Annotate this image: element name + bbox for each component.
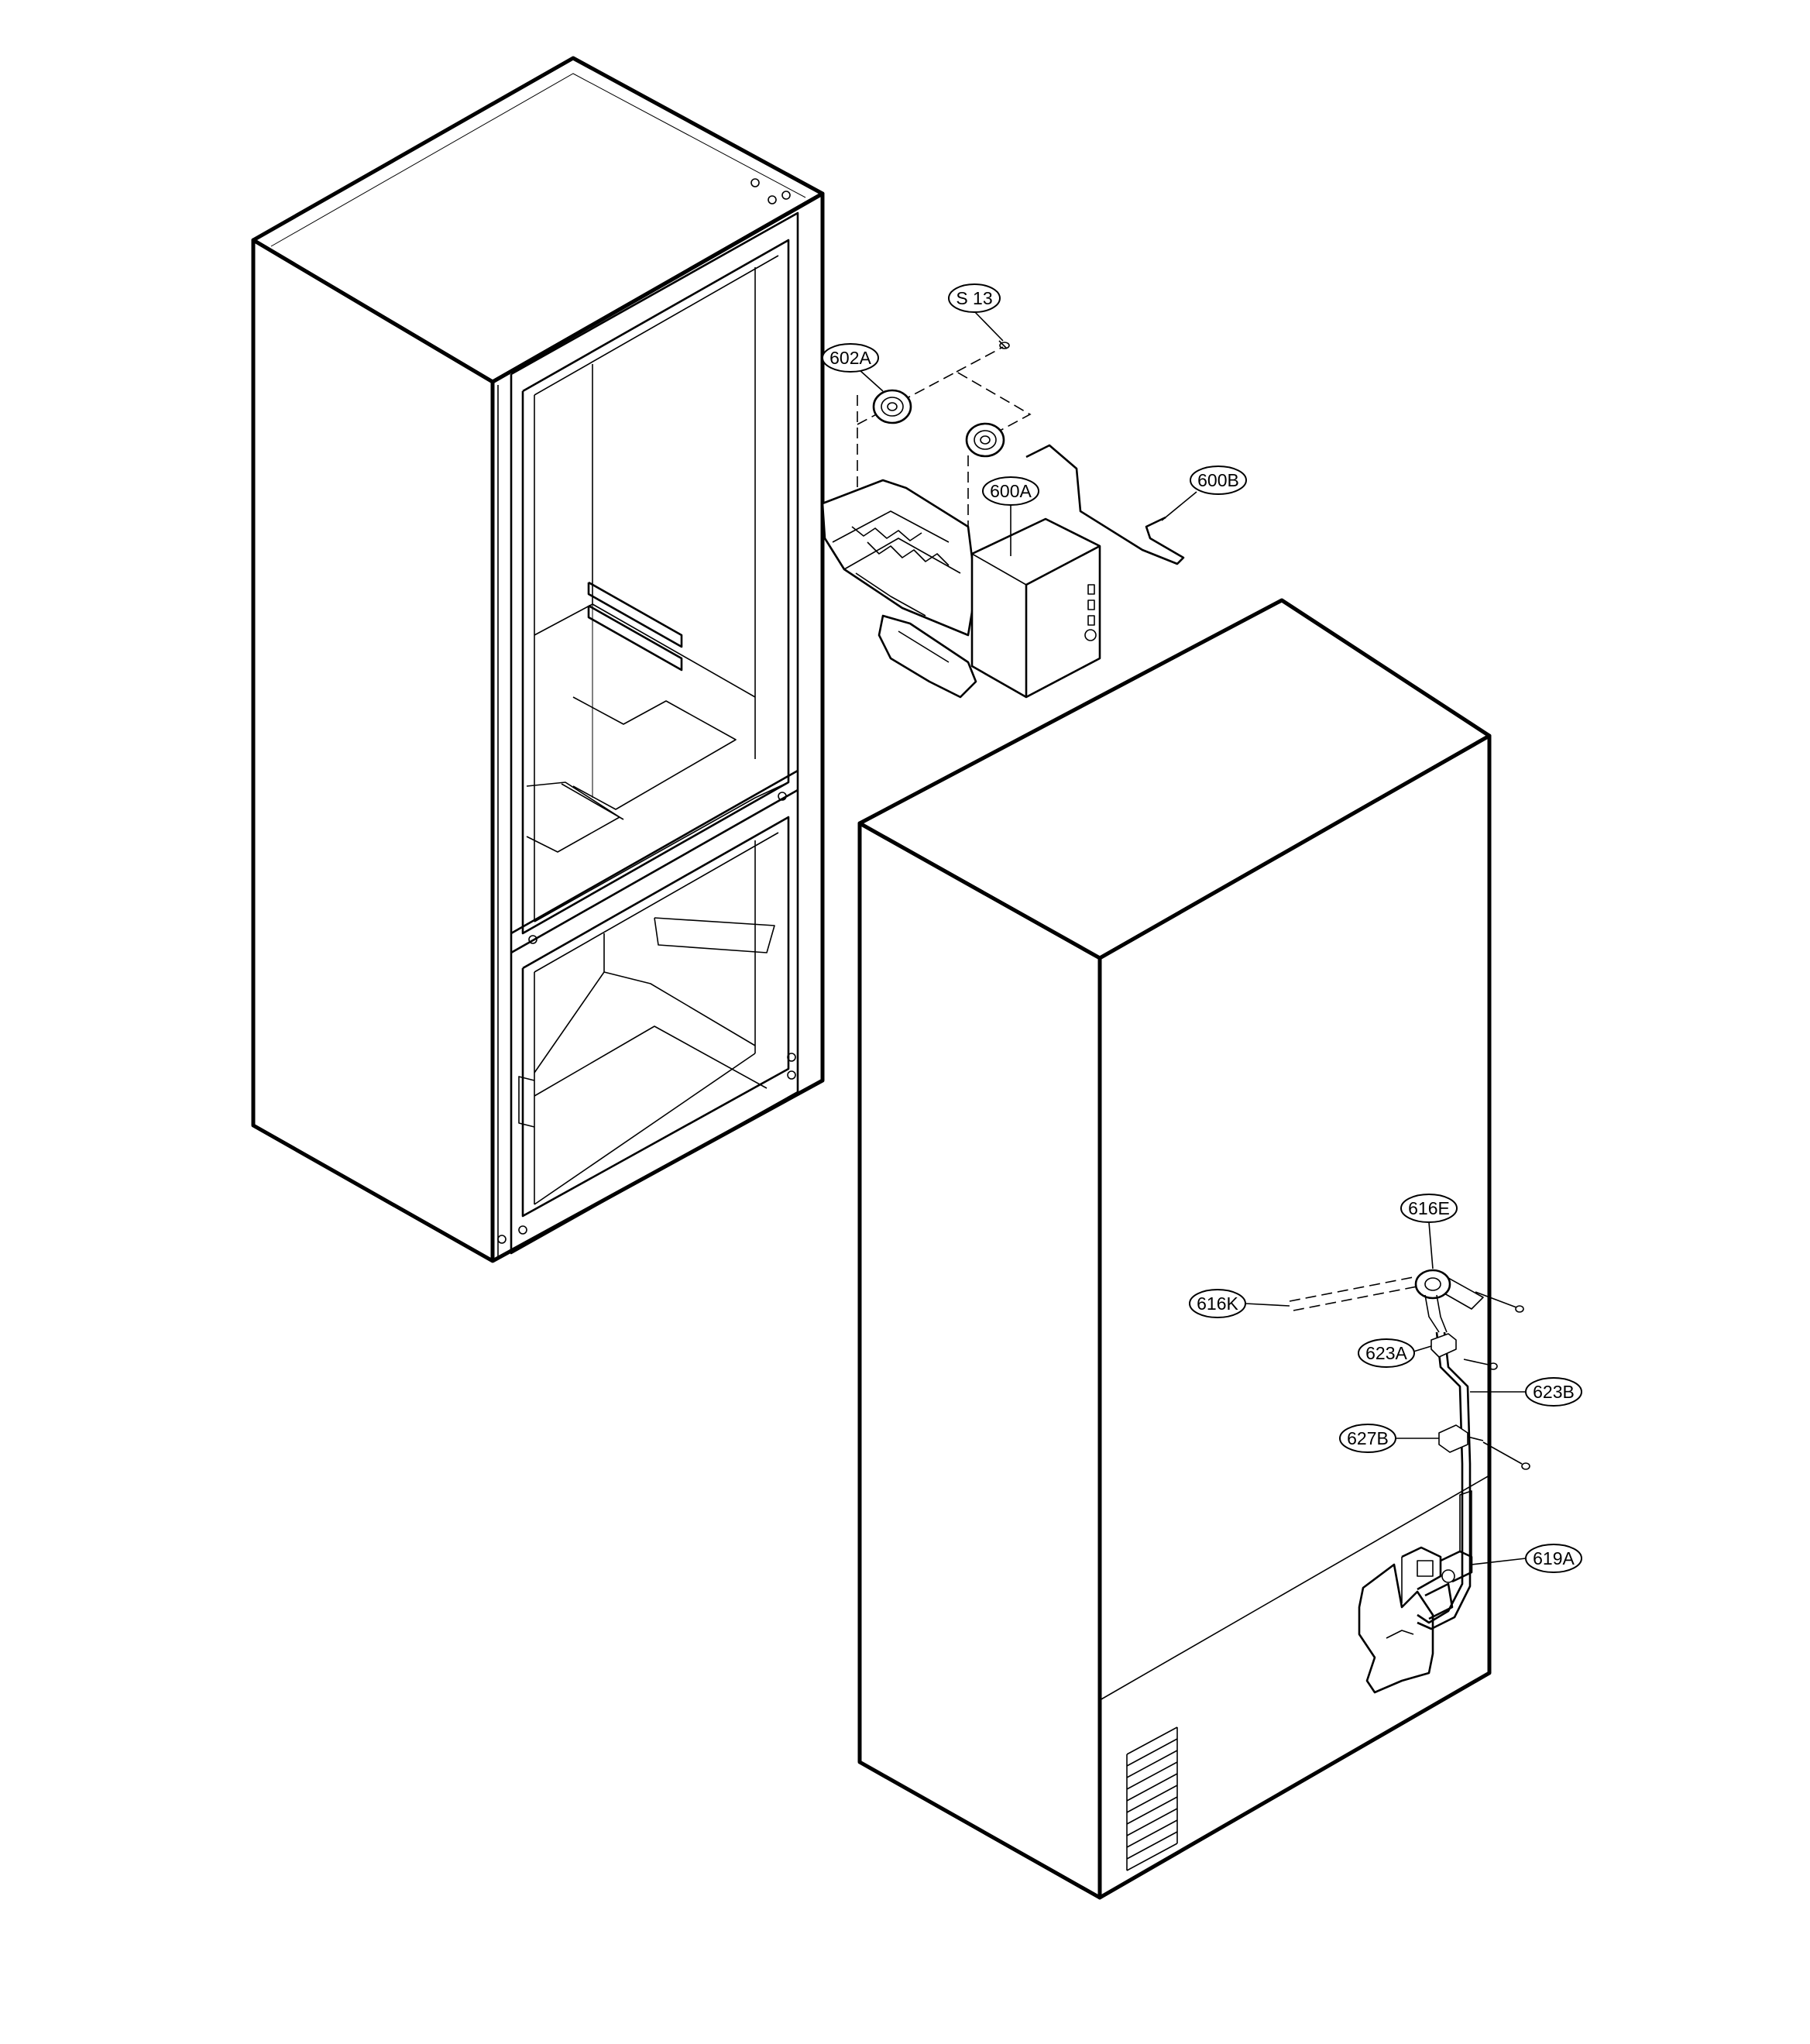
water-inlet-616e: [1414, 1269, 1484, 1333]
callout-623b-label: 623B: [1533, 1382, 1575, 1402]
callout-s13-label: S 13: [956, 288, 992, 308]
callout-623b: 623B: [1525, 1377, 1582, 1407]
callouts: S 13 602A 600A 600B 616E 616K: [822, 283, 1582, 1573]
tube-clamp-623a: [1430, 1333, 1457, 1358]
ice-maker-assembly: [821, 340, 1185, 699]
callout-600b: 600B: [1190, 465, 1247, 495]
callout-602a-label: 602A: [829, 348, 871, 368]
callout-627b: 627B: [1339, 1424, 1396, 1453]
refrigerator-cabinet-front: [251, 56, 825, 1263]
callout-600b-label: 600B: [1197, 470, 1239, 490]
water-valve-assembly: [1358, 1490, 1473, 1694]
grommet-602a-second: [965, 422, 1005, 458]
callout-s13: S 13: [948, 283, 1001, 313]
callout-623a: 623A: [1358, 1338, 1415, 1368]
callout-616e-label: 616E: [1408, 1198, 1450, 1218]
water-tube-623b: [1417, 1331, 1472, 1630]
callout-616k: 616K: [1189, 1289, 1246, 1318]
screws: [1463, 1291, 1530, 1470]
grommet-602a: [872, 389, 912, 424]
callout-627b-label: 627B: [1347, 1428, 1389, 1448]
callout-619a-label: 619A: [1533, 1548, 1575, 1568]
callout-602a: 602A: [822, 343, 879, 373]
callout-600a: 600A: [982, 476, 1039, 506]
rear-vent-grille: [1126, 1726, 1178, 1871]
callout-616k-label: 616K: [1197, 1293, 1238, 1314]
callout-600a-label: 600A: [990, 481, 1032, 501]
wire-harness-600b: [1025, 444, 1185, 565]
tube-616k: [1289, 1276, 1422, 1311]
screw-s13: [998, 340, 1010, 349]
callout-616e: 616E: [1400, 1194, 1458, 1223]
tube-clamp-627b: [1438, 1424, 1484, 1453]
refrigerator-cabinet-rear: [857, 598, 1530, 1900]
callout-619a: 619A: [1525, 1544, 1582, 1573]
callout-623a-label: 623A: [1365, 1343, 1407, 1363]
